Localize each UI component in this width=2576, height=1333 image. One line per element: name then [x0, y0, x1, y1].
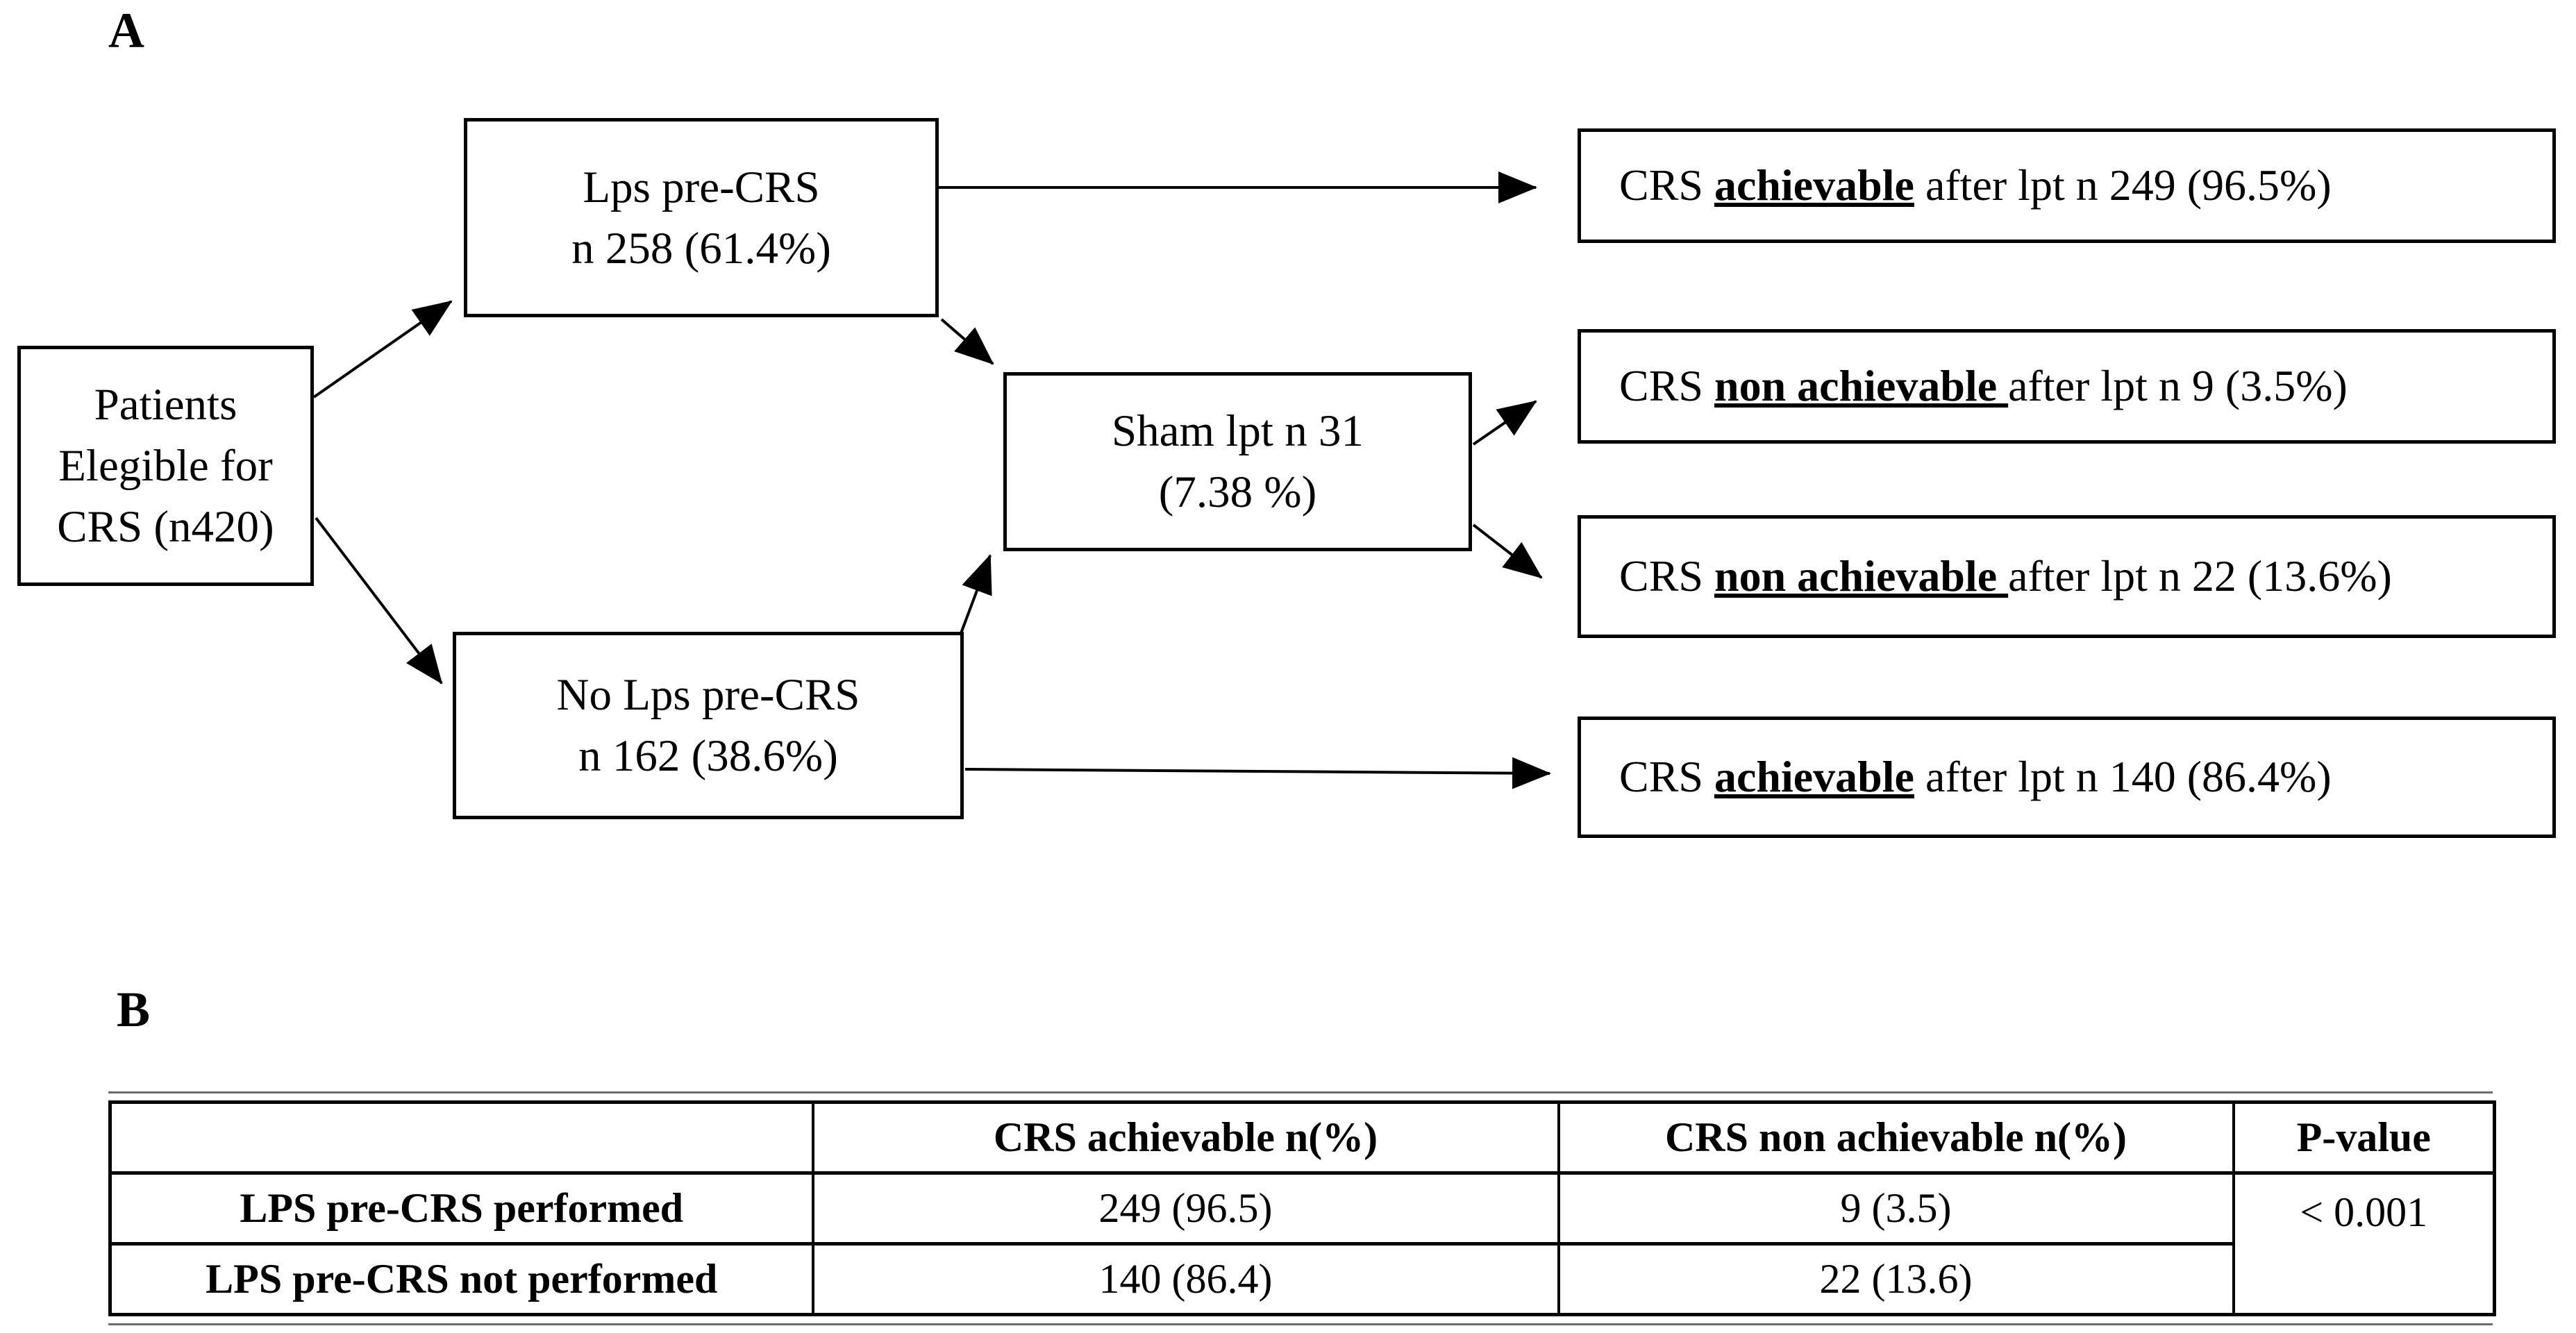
- outcome-prefix: CRS: [1619, 160, 1714, 210]
- outcome-prefix: CRS: [1619, 361, 1714, 411]
- header-crs-achievable: CRS achievable n(%): [811, 1100, 1560, 1175]
- box-text-line: CRS (n420): [57, 502, 274, 552]
- outcome-emphasis: achievable: [1714, 160, 1914, 210]
- outcome-emphasis: non achievable: [1714, 551, 2009, 601]
- row-label-lps-performed: LPS pre-CRS performed: [108, 1171, 814, 1246]
- header-p-value: P-value: [2232, 1100, 2496, 1175]
- box-text-line: (7.38 %): [1158, 467, 1317, 517]
- arrow-lps-to-sham: [940, 318, 994, 365]
- outcome-emphasis: achievable: [1714, 752, 1914, 802]
- outcome-suffix: after lpt n 22 (13.6%): [2008, 551, 2392, 601]
- flowchart-box-crs-achievable-no-lps: CRS achievable after lpt n 140 (86.4%): [1578, 716, 2556, 838]
- arrow-patients-to-lps: [312, 300, 453, 399]
- arrow-no-lps-to-achievable: [964, 757, 1551, 789]
- box-text-line: n 162 (38.6%): [578, 731, 838, 781]
- box-text-line: Elegible for: [58, 441, 273, 491]
- outcome-text: CRS non achievable after lpt n 9 (3.5%): [1619, 360, 2348, 413]
- cell-non-achievable-not-performed: 22 (13.6): [1557, 1242, 2235, 1316]
- table-row: LPS pre-CRS performed 249 (96.5) 9 (3.5)…: [108, 1171, 2496, 1316]
- header-empty: [108, 1100, 814, 1175]
- outcome-text: CRS achievable after lpt n 140 (86.4%): [1619, 751, 2332, 804]
- outcome-suffix: after lpt n 140 (86.4%): [1914, 752, 2332, 802]
- outcome-suffix: after lpt n 9 (3.5%): [2008, 361, 2348, 411]
- flowchart-box-lps-pre-crs: Lps pre-CRS n 258 (61.4%): [464, 118, 939, 317]
- outcome-text: CRS non achievable after lpt n 22 (13.6%…: [1619, 550, 2392, 603]
- arrow-sham-to-non-achievable-2: [1472, 523, 1543, 579]
- cell-achievable-not-performed: 140 (86.4): [811, 1242, 1560, 1316]
- panel-a-label: A: [108, 3, 144, 58]
- table-row: LPS pre-CRS not performed 140 (86.4) 22 …: [108, 1242, 2495, 1316]
- arrow-patients-to-no-lps: [315, 517, 443, 685]
- box-text-line: n 258 (61.4%): [571, 223, 831, 274]
- flowchart-box-sham-lpt: Sham lpt n 31 (7.38 %): [1003, 372, 1472, 551]
- outcome-emphasis: non achievable: [1714, 361, 2009, 411]
- flowchart-box-patients-eligible: Patients Elegible for CRS (n420): [17, 346, 314, 586]
- row-label-lps-not-performed: LPS pre-CRS not performed: [108, 1242, 814, 1316]
- outcome-prefix: CRS: [1619, 551, 1714, 601]
- flowchart-box-no-lps-pre-crs: No Lps pre-CRS n 162 (38.6%): [453, 632, 964, 819]
- cell-p-value: < 0.001: [2232, 1171, 2496, 1316]
- results-table-wrapper: CRS achievable n(%) CRS non achievable n…: [108, 1091, 2496, 1325]
- outcome-prefix: CRS: [1619, 752, 1714, 802]
- cell-non-achievable-performed: 9 (3.5): [1557, 1171, 2235, 1246]
- flowchart-box-crs-non-achievable-after-lps: CRS non achievable after lpt n 9 (3.5%): [1578, 329, 2556, 444]
- flowchart-box-crs-achievable-after-lps: CRS achievable after lpt n 249 (96.5%): [1578, 128, 2556, 243]
- arrow-sham-to-non-achievable-1: [1472, 400, 1537, 446]
- box-text-line: Sham lpt n 31: [1112, 406, 1364, 456]
- results-table: CRS achievable n(%) CRS non achievable n…: [108, 1100, 2496, 1316]
- panel-b-label: B: [117, 982, 151, 1037]
- cell-achievable-performed: 249 (96.5): [811, 1171, 1560, 1246]
- flowchart-box-crs-non-achievable-no-lps: CRS non achievable after lpt n 22 (13.6%…: [1578, 515, 2556, 638]
- header-crs-non-achievable: CRS non achievable n(%): [1557, 1100, 2235, 1175]
- outcome-suffix: after lpt n 249 (96.5%): [1914, 160, 2332, 210]
- arrow-no-lps-to-sham: [960, 554, 992, 634]
- box-text-line: Lps pre-CRS: [583, 162, 820, 212]
- outcome-text: CRS achievable after lpt n 249 (96.5%): [1619, 159, 2332, 212]
- table-header-row: CRS achievable n(%) CRS non achievable n…: [108, 1100, 2496, 1175]
- box-text-line: Patients: [94, 380, 237, 430]
- box-text-line: No Lps pre-CRS: [556, 670, 860, 720]
